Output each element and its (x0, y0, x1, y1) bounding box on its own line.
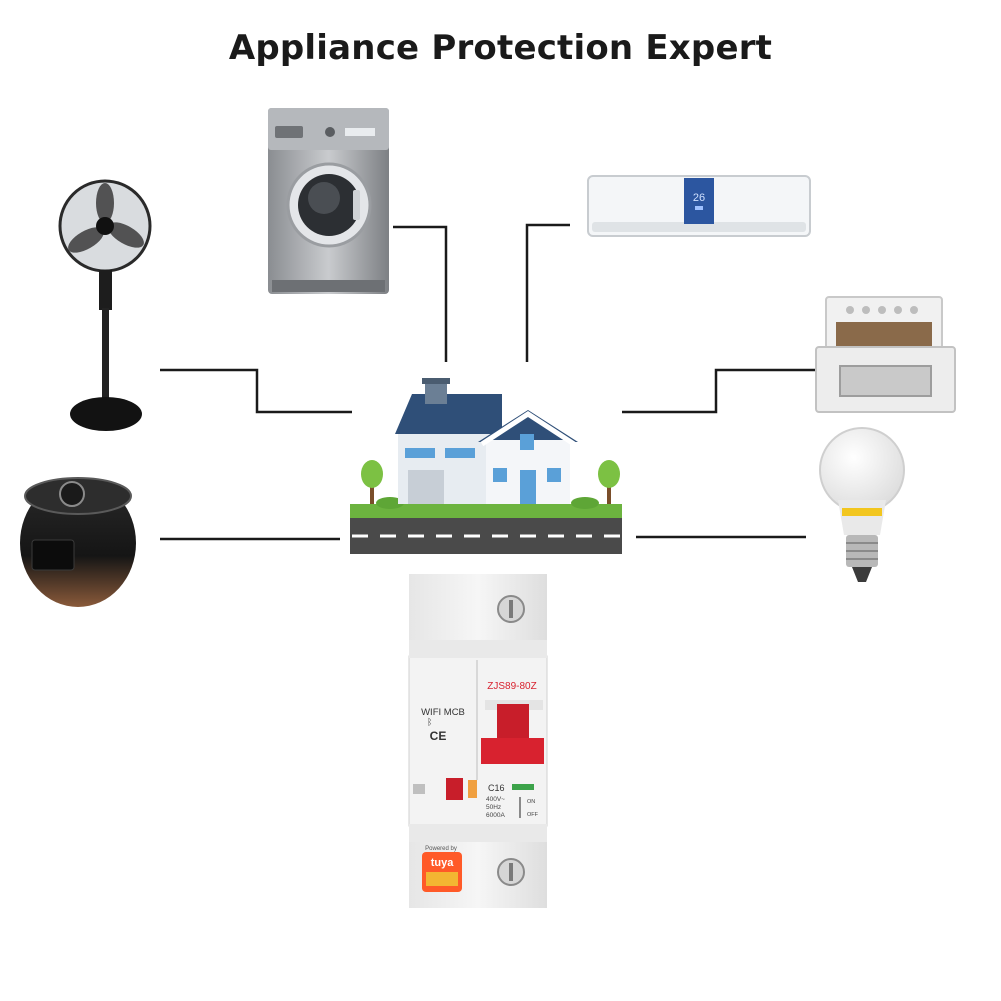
breaker-off-text: OFF (527, 812, 539, 818)
air-conditioner-icon: 26 (587, 175, 811, 237)
rice-cooker-icon (20, 477, 136, 607)
line-oven (622, 368, 815, 414)
oven-icon (815, 296, 956, 413)
wifi-mcb-breaker: ZJS89-80Z WIFI MCB CE ᛒ C16 400V~ 50Hz 6… (408, 574, 548, 908)
breaker-on-text: ON (527, 799, 535, 805)
ce-mark-text: CE (430, 729, 447, 743)
breaker-capacity-text: 6000A (486, 812, 505, 819)
line-washer (393, 225, 448, 362)
light-bulb-icon (819, 427, 905, 582)
ac-display-text: 26 (693, 192, 705, 204)
line-fan (160, 368, 352, 414)
powered-by-text: Powered by (425, 846, 457, 852)
line-ac (525, 223, 570, 362)
page-title: Appliance Protection Expert (228, 28, 773, 68)
breaker-rating-text: C16 (488, 783, 505, 793)
house-icon (350, 378, 622, 554)
breaker-type-text: WIFI MCB (421, 707, 465, 718)
breaker-voltage-text: 400V~ (486, 796, 505, 803)
breaker-model-text: ZJS89-80Z (487, 681, 536, 692)
tuya-logo-text: tuya (431, 857, 455, 869)
bluetooth-icon: ᛒ (427, 717, 432, 727)
stand-fan-icon (58, 179, 152, 431)
washing-machine-icon (268, 108, 389, 294)
breaker-frequency-text: 50Hz (486, 804, 501, 811)
connection-lines (160, 223, 815, 541)
